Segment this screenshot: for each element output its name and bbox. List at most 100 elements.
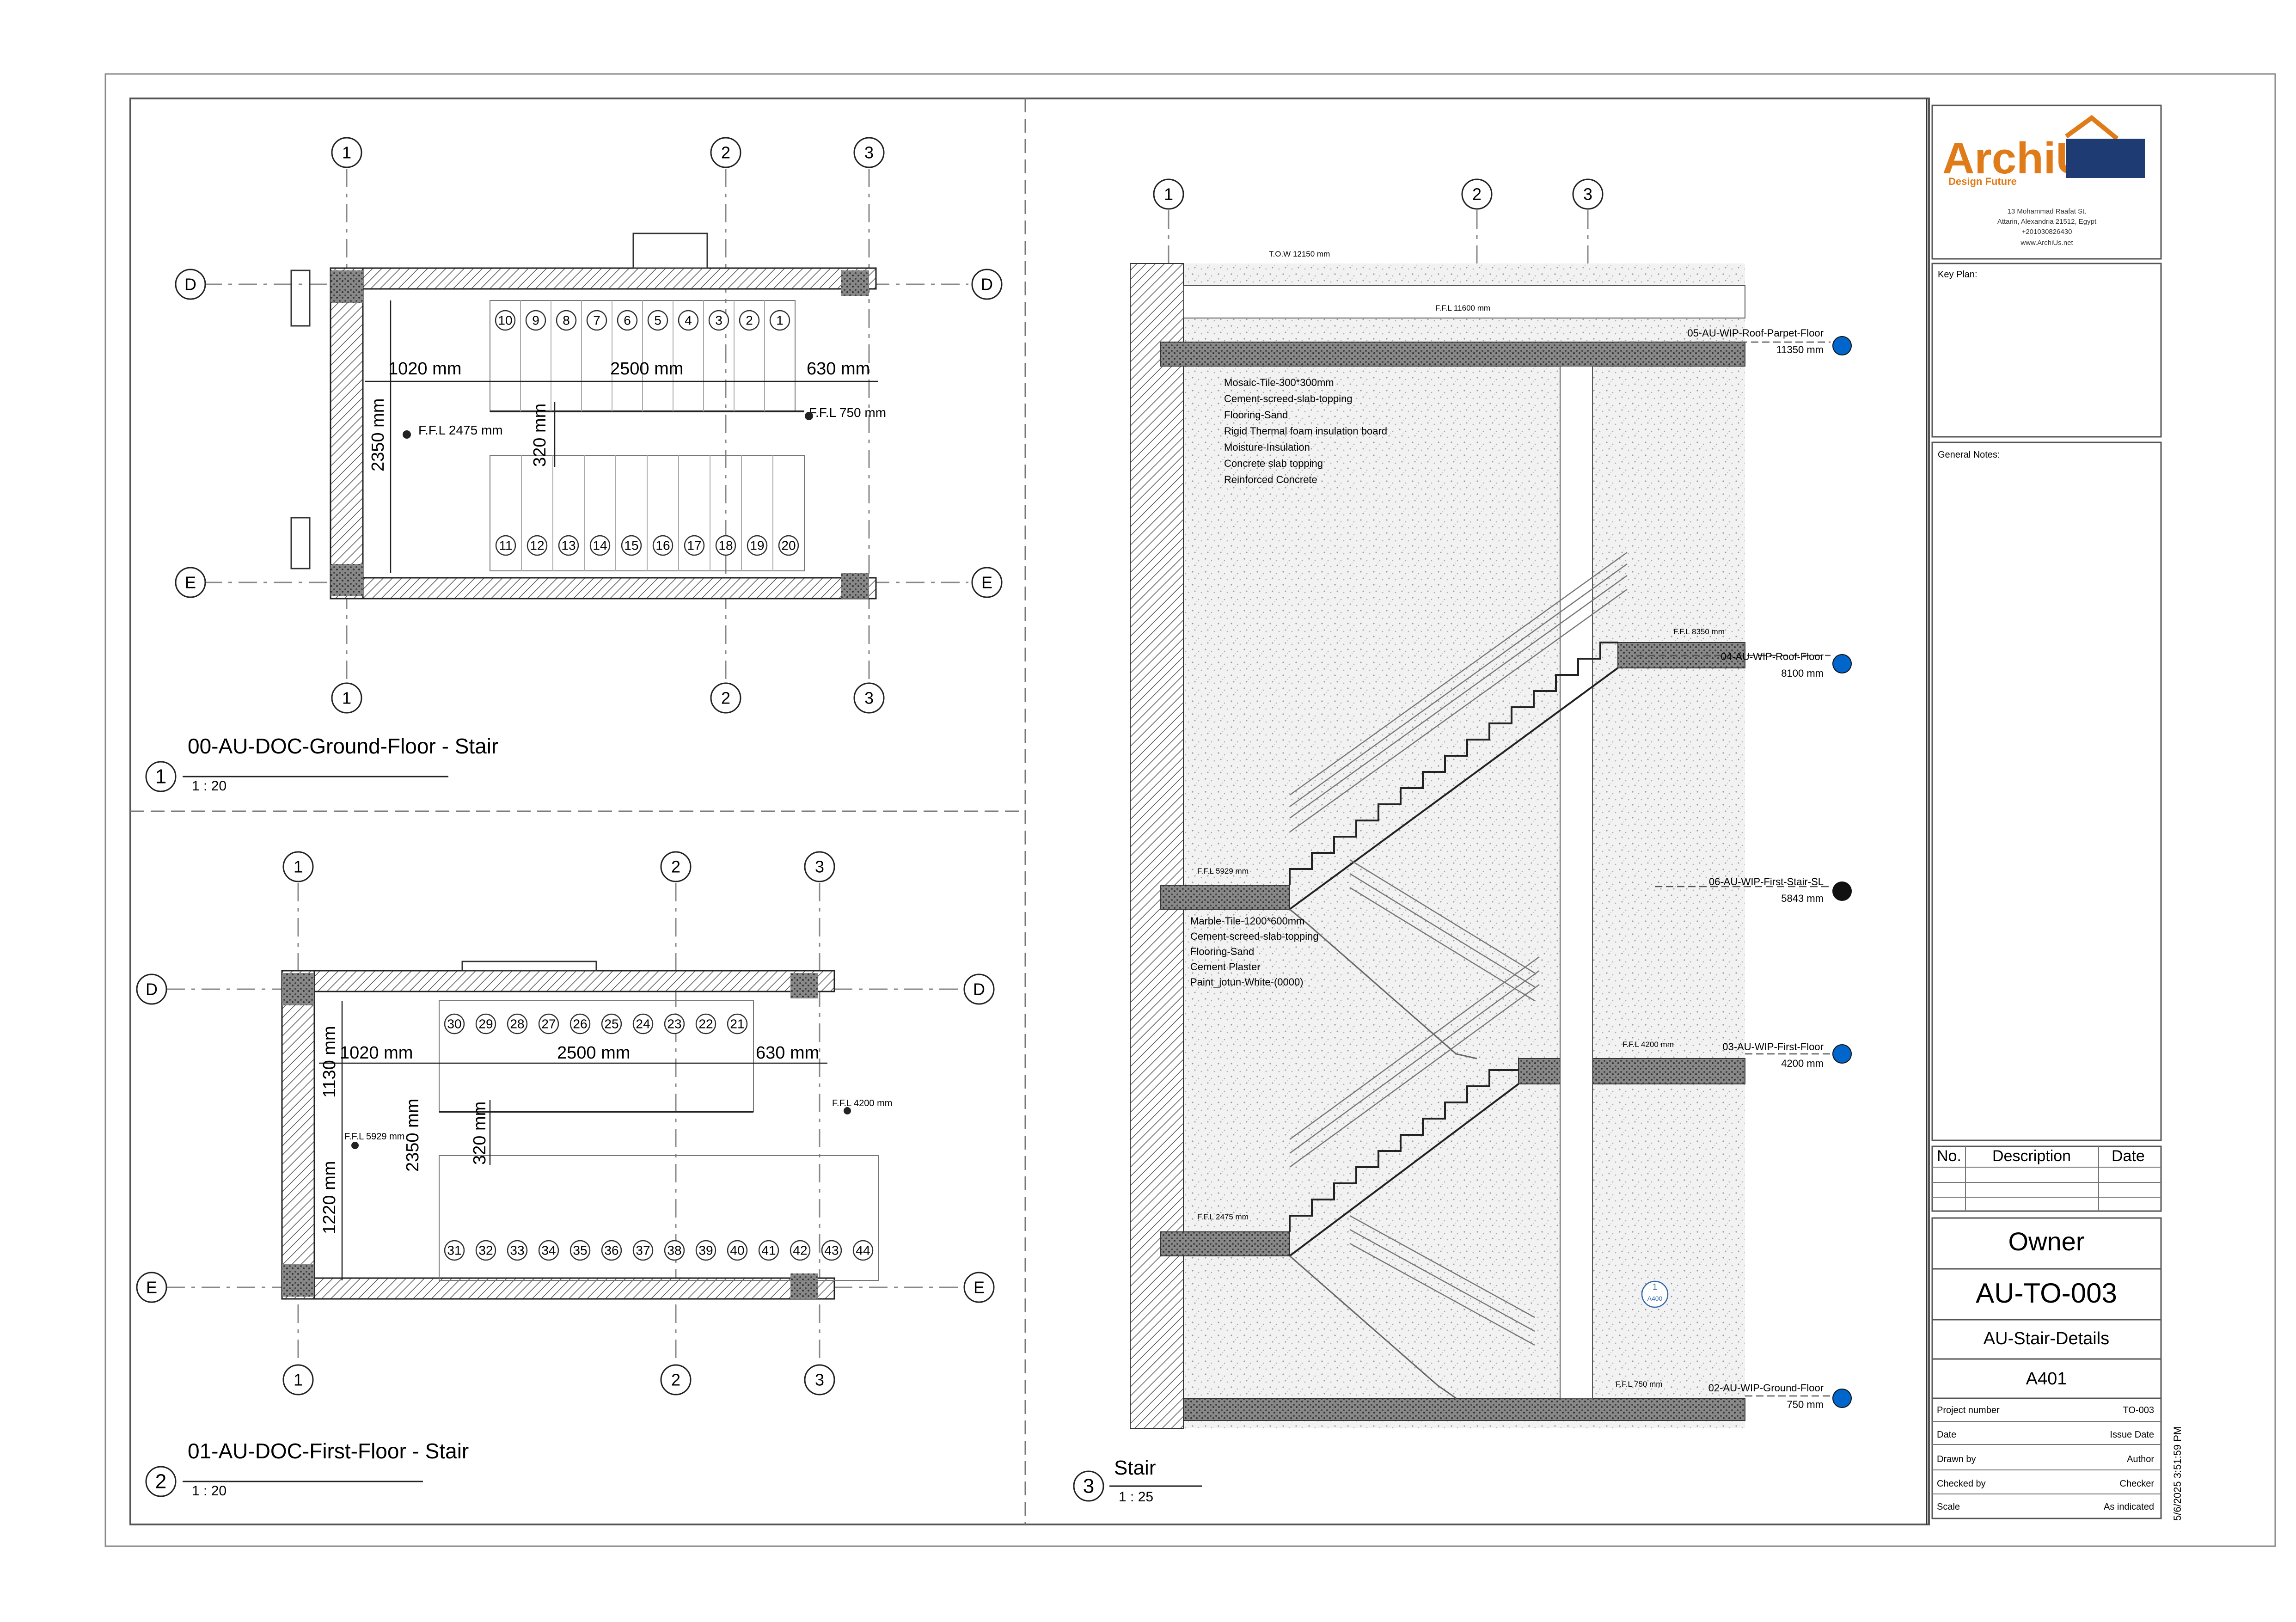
dim-2350: 2350 mm — [403, 1099, 422, 1172]
office-address: Attarin, Alexandria 21512, Egypt — [1997, 218, 2097, 226]
level-name: 03-AU-WIP-First-Floor — [1722, 1041, 1824, 1053]
tread-number: 4 — [685, 313, 692, 328]
level-tag: F.F.L 750 mm — [809, 405, 886, 420]
tread-number: 37 — [636, 1243, 650, 1258]
grid-label-3: 3 — [815, 1371, 824, 1389]
tread-number: 3 — [715, 313, 722, 328]
grid-label-D: D — [146, 980, 158, 999]
view-title-3: 3 Stair 1 : 25 — [1073, 1457, 1202, 1505]
field-label: Scale — [1937, 1502, 1960, 1512]
field-value: Issue Date — [2110, 1430, 2154, 1440]
tread-number: 19 — [750, 539, 764, 553]
grid-label-D: D — [184, 275, 196, 294]
dim-320: 320 mm — [470, 1102, 490, 1165]
view-number: 2 — [155, 1470, 166, 1493]
callout-sheet: A400 — [1647, 1295, 1663, 1302]
view-title: 00-AU-DOC-Ground-Floor - Stair — [188, 734, 498, 758]
layer-note: Rigid Thermal foam insulation board — [1224, 425, 1387, 437]
dim-1220: 1220 mm — [320, 1161, 339, 1234]
level-tag: F.F.L 8350 mm — [1673, 627, 1725, 636]
tread-number: 21 — [730, 1017, 744, 1031]
tread-number: 1 — [776, 313, 784, 328]
tread-number: 7 — [593, 313, 600, 328]
tread-number: 43 — [824, 1243, 839, 1258]
tread-number: 30 — [447, 1017, 461, 1031]
field-value: As indicated — [2104, 1502, 2154, 1512]
tread-number: 29 — [478, 1017, 493, 1031]
tread-number: 42 — [793, 1243, 807, 1258]
stair-section: 1 2 3 Mosaic — [1130, 178, 1852, 1429]
tread-number: 10 — [498, 313, 512, 328]
outer-border — [104, 73, 2276, 1547]
grid-label-E: E — [185, 573, 196, 592]
grid-label-1: 1 — [342, 143, 351, 162]
level-elev: 750 mm — [1787, 1399, 1824, 1410]
dim-1130: 1130 mm — [320, 1026, 339, 1098]
grid-label-1: 1 — [1164, 185, 1173, 204]
dim-1020: 1020 mm — [388, 359, 461, 379]
tread-number: 23 — [667, 1017, 681, 1031]
grid-label-E: E — [146, 1278, 157, 1297]
tread-number: 36 — [604, 1243, 618, 1258]
tread-number: 41 — [761, 1243, 776, 1258]
callout-number: 1 — [1653, 1282, 1657, 1291]
field-label: Drawn by — [1937, 1454, 1976, 1464]
dim-2350: 2350 mm — [368, 398, 388, 471]
level-name: 04-AU-WIP-Roof-Floor — [1721, 651, 1824, 662]
grid-label-3: 3 — [864, 143, 874, 162]
grid-label-2: 2 — [721, 689, 730, 708]
tread-number: 39 — [698, 1243, 713, 1258]
tread-number: 13 — [561, 539, 576, 553]
tread-number: 22 — [698, 1017, 713, 1031]
view-scale: 1 : 20 — [192, 778, 227, 794]
level-name: 06-AU-WIP-First-Stair-SL — [1709, 876, 1824, 888]
revision-header-description: Description — [1992, 1147, 2071, 1165]
view-number: 3 — [1083, 1475, 1094, 1498]
grid-label-2: 2 — [671, 1371, 680, 1389]
field-value: TO-003 — [2123, 1405, 2154, 1415]
level-name: 02-AU-WIP-Ground-Floor — [1708, 1382, 1824, 1394]
sheet-name: AU-Stair-Details — [1984, 1329, 2109, 1348]
level-tag: F.F.L 2475 mm — [1197, 1212, 1249, 1221]
sheet-number: A401 — [2026, 1369, 2067, 1389]
tread-number: 20 — [781, 539, 796, 553]
tread-number: 18 — [718, 539, 733, 553]
grid-label-E: E — [981, 573, 992, 592]
view-scale: 1 : 20 — [192, 1483, 227, 1499]
view-title: Stair — [1114, 1457, 1156, 1479]
general-notes-label: General Notes: — [1938, 450, 2000, 460]
top-mark: T.O.W 12150 mm — [1269, 250, 1330, 258]
grid-label-1: 1 — [294, 857, 303, 876]
layer-note: Cement-screed-slab-topping — [1224, 393, 1353, 404]
tread-number: 5 — [654, 313, 661, 328]
dim-630: 630 mm — [807, 359, 870, 379]
dim-2500: 2500 mm — [557, 1043, 630, 1063]
tread-number: 14 — [593, 539, 607, 553]
timestamp: 5/6/2025 3:51:59 PM — [2172, 1426, 2183, 1521]
dim-630: 630 mm — [756, 1043, 819, 1063]
revision-header-no: No. — [1937, 1147, 1961, 1165]
tread-number: 12 — [530, 539, 544, 553]
layer-note: Cement-screed-slab-topping — [1190, 930, 1319, 942]
level-elev: 5843 mm — [1781, 893, 1824, 904]
tread-number: 40 — [730, 1243, 744, 1258]
grid-label-E: E — [974, 1278, 985, 1297]
view-title-1: 1 00-AU-DOC-Ground-Floor - Stair 1 : 20 — [145, 734, 498, 794]
dim-320: 320 mm — [530, 404, 550, 467]
tread-number: 11 — [499, 539, 512, 553]
grid-label-3: 3 — [815, 857, 824, 876]
grid-label-2: 2 — [1472, 185, 1482, 204]
grid-label-2: 2 — [721, 143, 730, 162]
tread-number: 26 — [573, 1017, 587, 1031]
tread-number: 16 — [655, 539, 670, 553]
grid-label-D: D — [981, 275, 993, 294]
field-value: Author — [2127, 1454, 2154, 1464]
dim-1020: 1020 mm — [340, 1043, 413, 1063]
level-tag: F.F.L 4200 mm — [1623, 1040, 1674, 1049]
top-mark: F.F.L 11600 mm — [1435, 304, 1490, 312]
title-block: ArchiUs Design Future 13 Mohammad Raafat… — [1926, 98, 2183, 1524]
grid-label-1: 1 — [294, 1371, 303, 1389]
grid-label-2: 2 — [671, 857, 680, 876]
layer-note: Flooring-Sand — [1224, 409, 1288, 421]
